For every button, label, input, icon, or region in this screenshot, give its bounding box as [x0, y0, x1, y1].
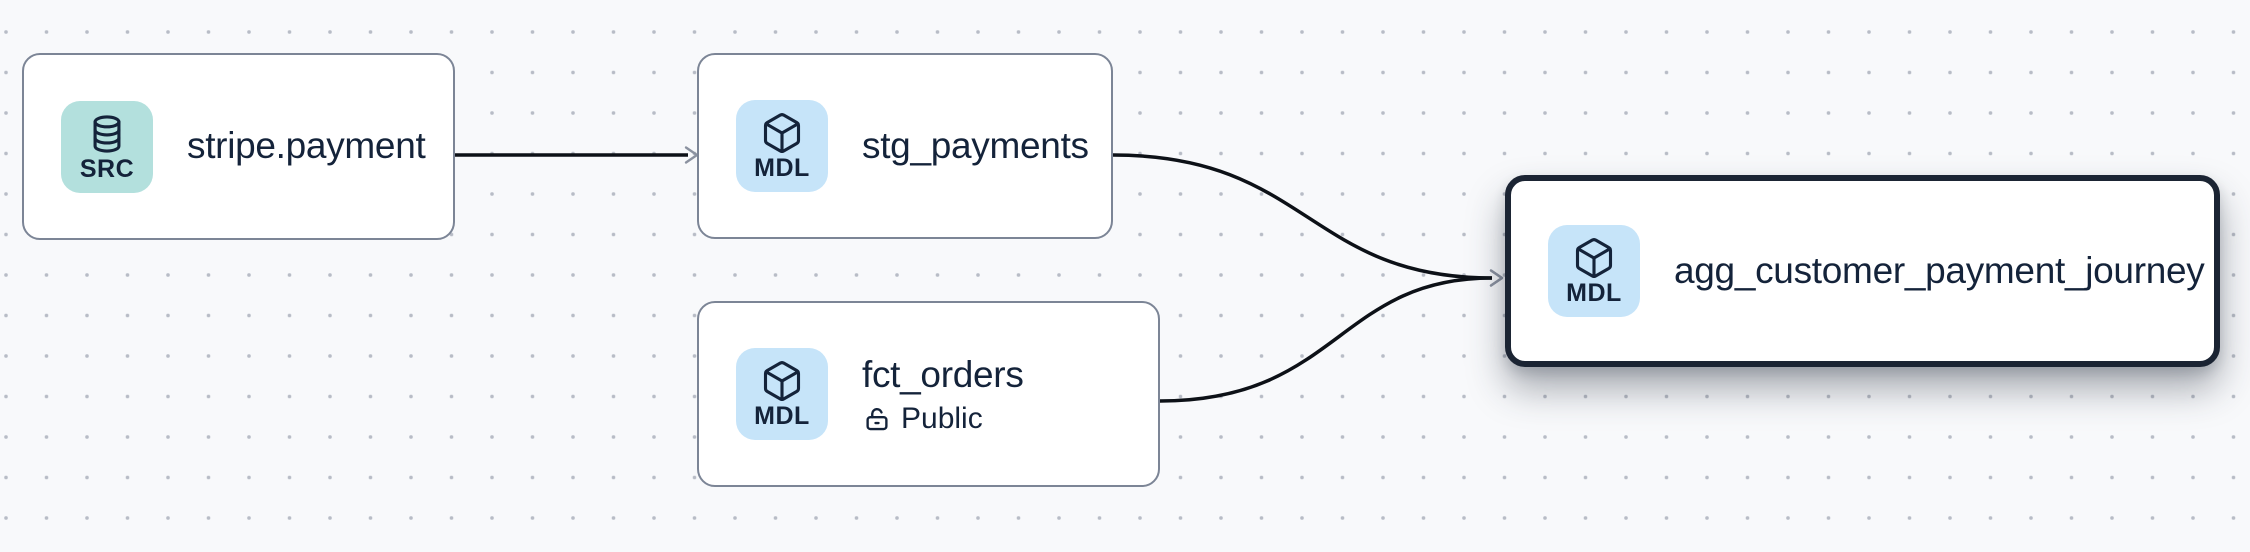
database-icon — [93, 114, 121, 153]
node-title: stg_payments — [862, 124, 1089, 166]
edge-stg-payments-to-agg-customer-payment-journey[interactable] — [1112, 153, 1504, 287]
cube-icon — [763, 113, 801, 154]
edge-stripe-payment-to-stg-payments[interactable] — [455, 146, 699, 164]
model-type-badge: MDL — [736, 348, 828, 440]
edge-fct-orders-to-agg-customer-payment-journey[interactable] — [1159, 269, 1504, 403]
node-agg-customer-payment-journey[interactable]: MDL agg_customer_payment_journey — [1505, 175, 2220, 367]
node-stg-payments[interactable]: MDL stg_payments — [697, 53, 1113, 239]
cube-icon — [1575, 238, 1613, 279]
node-title: stripe.payment — [187, 125, 426, 167]
access-level-label: Public — [901, 401, 983, 435]
access-level: Public — [862, 401, 1024, 435]
node-title: agg_customer_payment_journey — [1674, 249, 2205, 291]
arrowhead-icon — [1489, 269, 1504, 287]
badge-label: MDL — [754, 402, 810, 430]
badge-label: SRC — [79, 154, 135, 183]
badge-label: MDL — [754, 154, 810, 182]
badge-label: MDL — [1566, 279, 1622, 307]
source-type-badge: SRC — [61, 100, 153, 193]
node-stripe-payment[interactable]: SRC stripe.payment — [22, 53, 455, 240]
node-title: fct_orders — [862, 354, 1024, 396]
cube-icon — [763, 361, 801, 402]
node-fct-orders[interactable]: MDL fct_orders Public — [697, 301, 1160, 487]
unlock-icon — [866, 407, 888, 430]
model-type-badge: MDL — [736, 100, 828, 192]
model-type-badge: MDL — [1548, 225, 1640, 317]
